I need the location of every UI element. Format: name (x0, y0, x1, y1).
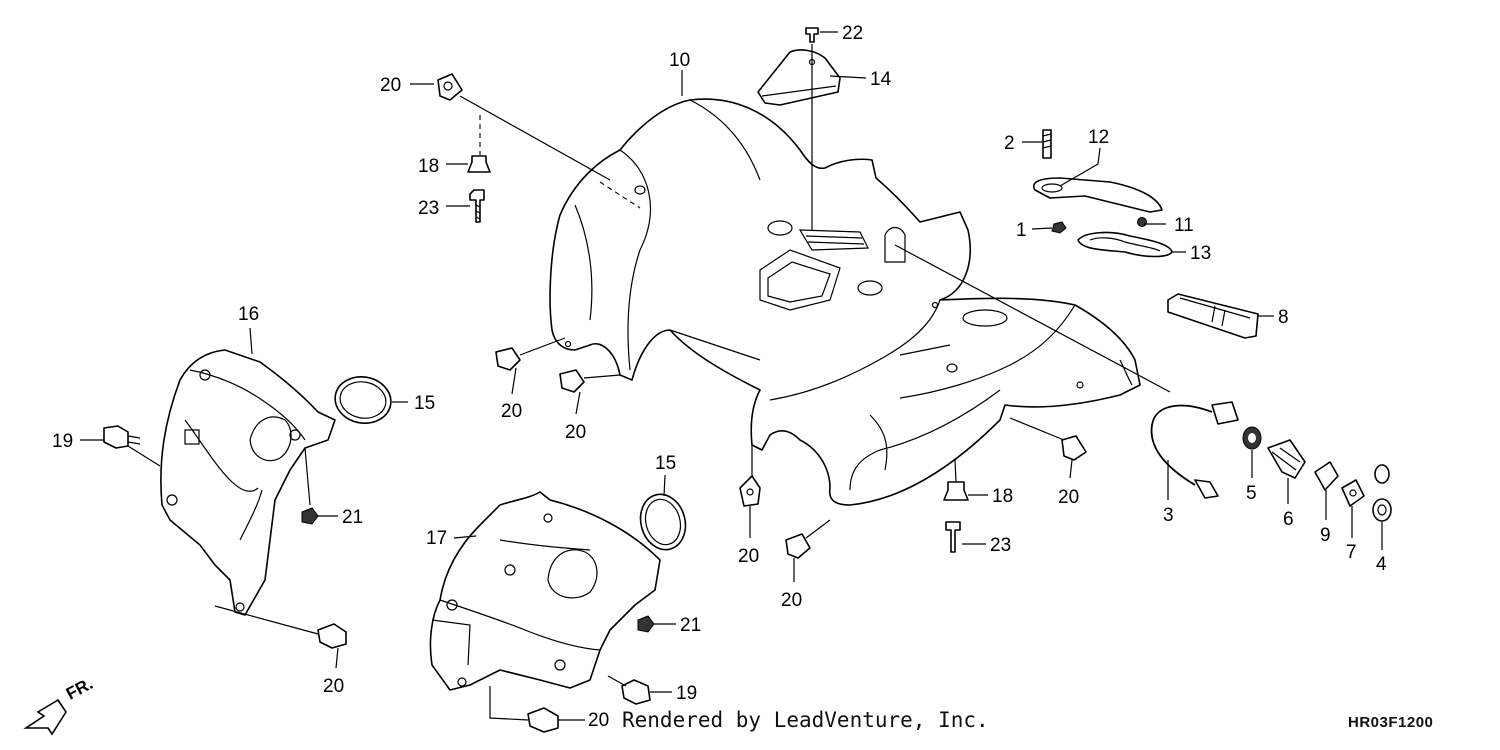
part-1-nut[interactable] (1051, 221, 1067, 234)
callout-22: 22 (842, 23, 863, 44)
callout-6: 6 (1283, 509, 1294, 530)
callout-8: 8 (1278, 307, 1289, 328)
part-9-collar[interactable] (1314, 461, 1339, 491)
callout-14: 14 (870, 69, 892, 90)
fastener-23-top[interactable] (469, 189, 485, 223)
fastener-18-right[interactable] (943, 481, 969, 501)
part-2-bolt[interactable] (1042, 129, 1052, 159)
callout-20: 20 (501, 401, 522, 422)
fastener-19-left[interactable] (103, 425, 141, 449)
part-13-gasket[interactable] (1077, 231, 1173, 258)
callout-4: 4 (1376, 554, 1387, 575)
fastener-20-center[interactable] (739, 475, 761, 507)
part-3-harness[interactable] (1150, 401, 1239, 499)
callout-18: 18 (418, 156, 439, 177)
callout-labels: 22 14 10 20 18 23 2 12 11 1 13 8 16 15 1… (52, 23, 1387, 731)
callout-15: 15 (655, 453, 676, 474)
fastener-21-right[interactable] (637, 615, 655, 633)
callout-12: 12 (1088, 127, 1109, 148)
callout-19: 19 (676, 683, 697, 704)
callout-13: 13 (1190, 243, 1211, 264)
callout-9: 9 (1320, 525, 1331, 546)
front-direction-arrow: FR. (23, 674, 96, 736)
callout-10: 10 (669, 50, 690, 71)
callout-20: 20 (565, 422, 586, 443)
render-credit: Rendered by LeadVenture, Inc. (622, 708, 989, 732)
callout-17: 17 (426, 528, 447, 549)
fastener-18-top[interactable] (467, 155, 491, 173)
callout-20: 20 (588, 710, 609, 731)
part-5-washer[interactable] (1242, 426, 1262, 450)
part-10-rear-fender[interactable] (549, 98, 1141, 506)
fastener-20-side-left[interactable] (317, 623, 347, 649)
part-16-side-cover[interactable] (160, 349, 336, 616)
callout-20: 20 (380, 75, 401, 96)
part-14-cover[interactable] (757, 49, 841, 106)
fastener-21-left[interactable] (301, 507, 319, 525)
callout-19: 19 (52, 431, 73, 452)
callout-2: 2 (1004, 133, 1015, 154)
callout-20: 20 (738, 546, 759, 567)
part-6-socket[interactable] (1267, 439, 1306, 479)
part-15-ring-lower[interactable] (635, 489, 692, 554)
fastener-20-top[interactable] (437, 73, 463, 101)
direction-label: FR. (63, 674, 96, 704)
part-7-grommet[interactable] (1341, 479, 1365, 507)
fastener-20-lower-center[interactable] (785, 533, 811, 559)
part-15-ring-upper[interactable] (331, 372, 394, 427)
fastener-20-bottom[interactable] (527, 707, 559, 733)
part-17-side-cover[interactable] (429, 491, 661, 691)
callout-23: 23 (990, 535, 1011, 556)
callout-15: 15 (414, 393, 435, 414)
part-8-bracket[interactable] (1167, 293, 1259, 339)
callout-5: 5 (1246, 483, 1257, 504)
fastener-20-right[interactable] (1061, 435, 1087, 461)
drawing-code: HR03F1200 (1348, 714, 1434, 731)
callout-18: 18 (992, 486, 1013, 507)
callout-3: 3 (1163, 505, 1174, 526)
callout-7: 7 (1346, 542, 1357, 563)
fastener-19-right[interactable] (621, 679, 651, 705)
callout-20: 20 (323, 676, 344, 697)
part-11-nut[interactable] (1137, 217, 1147, 227)
callout-23: 23 (418, 198, 439, 219)
fastener-20-left-a[interactable] (495, 347, 521, 371)
part-4-ring[interactable] (1372, 464, 1392, 522)
callout-20: 20 (781, 590, 802, 611)
fastener-20-left-b[interactable] (559, 369, 585, 393)
arrow-icon (23, 698, 67, 736)
part-12-plate[interactable] (1033, 177, 1163, 213)
callout-1: 1 (1016, 220, 1027, 241)
callout-21: 21 (342, 507, 363, 528)
fastener-23-right[interactable] (945, 521, 961, 553)
callout-21: 21 (680, 615, 701, 636)
leader-lines (80, 31, 1383, 721)
callout-16: 16 (238, 304, 259, 325)
callout-20: 20 (1058, 487, 1079, 508)
part-22-screw[interactable] (805, 27, 819, 43)
callout-11: 11 (1174, 215, 1194, 236)
